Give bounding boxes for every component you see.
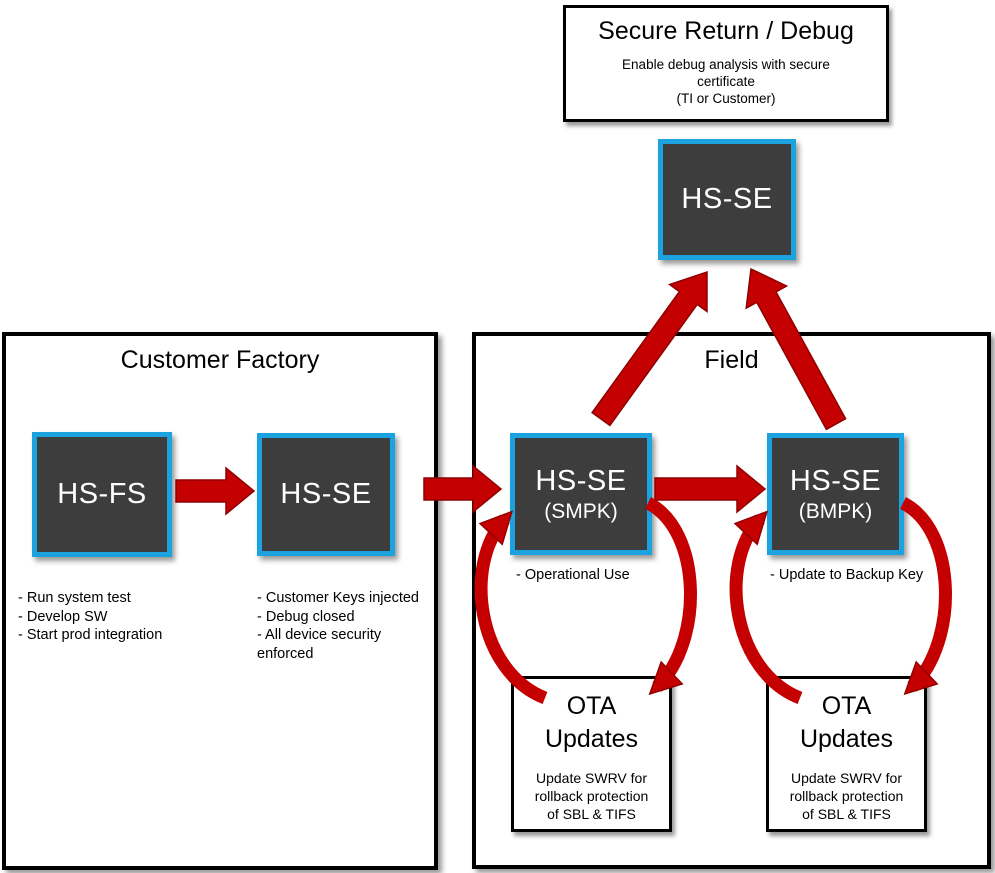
- device-box-hs-se-bmpk: HS-SE (BMPK): [767, 433, 904, 555]
- ota-body-line: rollback protection: [789, 788, 904, 804]
- hs-fs-notes: - Run system test - Develop SW - Start p…: [18, 589, 223, 645]
- ota-body-line: rollback protection: [534, 788, 649, 804]
- ota-title: OTA Updates: [769, 690, 924, 756]
- note-line: - Develop SW: [18, 608, 108, 625]
- device-sublabel: (SMPK): [544, 499, 618, 523]
- secure-return-debug-box: Secure Return / Debug Enable debug analy…: [563, 5, 889, 122]
- note-line: - Debug closed: [257, 608, 355, 625]
- device-label: HS-SE: [535, 464, 627, 497]
- ota-body-line: Update SWRV for: [790, 770, 902, 786]
- secure-return-body-line: certificate: [697, 74, 755, 89]
- device-label: HS-FS: [57, 478, 147, 510]
- ota-updates-box-smpk: OTA Updates Update SWRV for rollback pro…: [511, 676, 672, 832]
- device-box-hs-fs: HS-FS: [32, 432, 172, 557]
- ota-body: Update SWRV for rollback protection of S…: [769, 769, 924, 823]
- ota-title-line: Updates: [799, 725, 894, 753]
- device-label: HS-SE: [681, 183, 773, 215]
- device-box-hs-se-return: HS-SE: [658, 139, 796, 260]
- device-label: HS-SE: [789, 464, 882, 497]
- note-line: - Customer Keys injected: [257, 590, 419, 606]
- secure-return-title: Secure Return / Debug: [598, 17, 854, 45]
- device-label: HS-SE: [280, 478, 372, 510]
- customer-factory-region: Customer Factory: [2, 332, 438, 870]
- note-line: - Start prod integration: [18, 627, 163, 643]
- field-title: Field: [704, 346, 759, 374]
- ota-body-line: Update SWRV for: [535, 770, 647, 786]
- ota-title-line: Updates: [544, 725, 639, 753]
- secure-return-body: Enable debug analysis with secure certif…: [566, 56, 886, 107]
- secure-return-body-line: (TI or Customer): [676, 91, 776, 106]
- ota-updates-box-bmpk: OTA Updates Update SWRV for rollback pro…: [766, 676, 927, 832]
- customer-factory-title: Customer Factory: [120, 346, 320, 374]
- smpk-note: - Operational Use: [516, 567, 630, 583]
- ota-body-line: of SBL & TIFS: [802, 806, 891, 822]
- ota-title: OTA Updates: [514, 690, 669, 756]
- ota-body: Update SWRV for rollback protection of S…: [514, 769, 669, 823]
- note-line: - Run system test: [18, 590, 131, 606]
- device-box-hs-se-factory: HS-SE: [257, 433, 395, 556]
- ota-title-line: OTA: [566, 692, 617, 720]
- device-sublabel: (BMPK): [798, 499, 873, 523]
- ota-body-line: of SBL & TIFS: [547, 806, 636, 822]
- hs-se-factory-notes: - Customer Keys injected - Debug closed …: [257, 589, 435, 663]
- ota-title-line: OTA: [821, 692, 872, 720]
- secure-return-body-line: Enable debug analysis with secure: [622, 57, 830, 72]
- bmpk-note: - Update to Backup Key: [770, 567, 924, 583]
- note-line: - All device security enforced: [257, 627, 382, 662]
- device-box-hs-se-smpk: HS-SE (SMPK): [510, 433, 652, 555]
